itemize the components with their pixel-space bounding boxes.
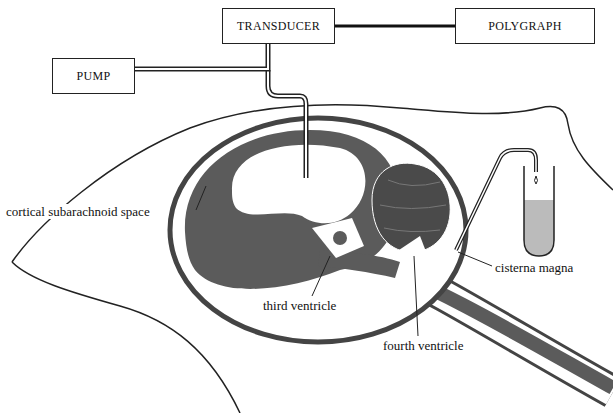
lateral-ventricle [232,145,365,224]
leader-line [312,256,330,296]
cerebellum [372,163,450,252]
collection-tube-fluid [524,200,554,256]
cerebellum-folia [380,180,446,232]
instrument-box: POLYGRAPH [455,8,595,44]
drip [535,176,538,184]
box-label: TRANSDUCER [237,19,320,34]
third-ventricle-shape [312,218,364,258]
instrument-box: PUMP [52,58,135,94]
ventricular-catheter [268,70,306,178]
anatomy-label: cortical subarachnoid space [5,204,151,219]
skull [170,118,466,342]
anatomy-label: cisterna magna [494,260,574,275]
ventricular-catheter-lumen [268,70,306,178]
anatomy-label: fourth ventricle [382,338,465,353]
fourth-ventricle-shape [396,236,430,262]
box-label: POLYGRAPH [488,19,562,34]
box-label: PUMP [77,69,111,84]
collection-tube [524,166,554,256]
leader-line [458,252,492,266]
connector [335,26,455,27]
brainstem [318,250,400,278]
leader-line [414,256,418,336]
anatomy-label: third ventricle [262,298,337,313]
connector [135,44,268,69]
leader-line [196,186,206,210]
instrument-box: TRANSDUCER [222,8,335,44]
massa-intermedia [333,231,347,245]
